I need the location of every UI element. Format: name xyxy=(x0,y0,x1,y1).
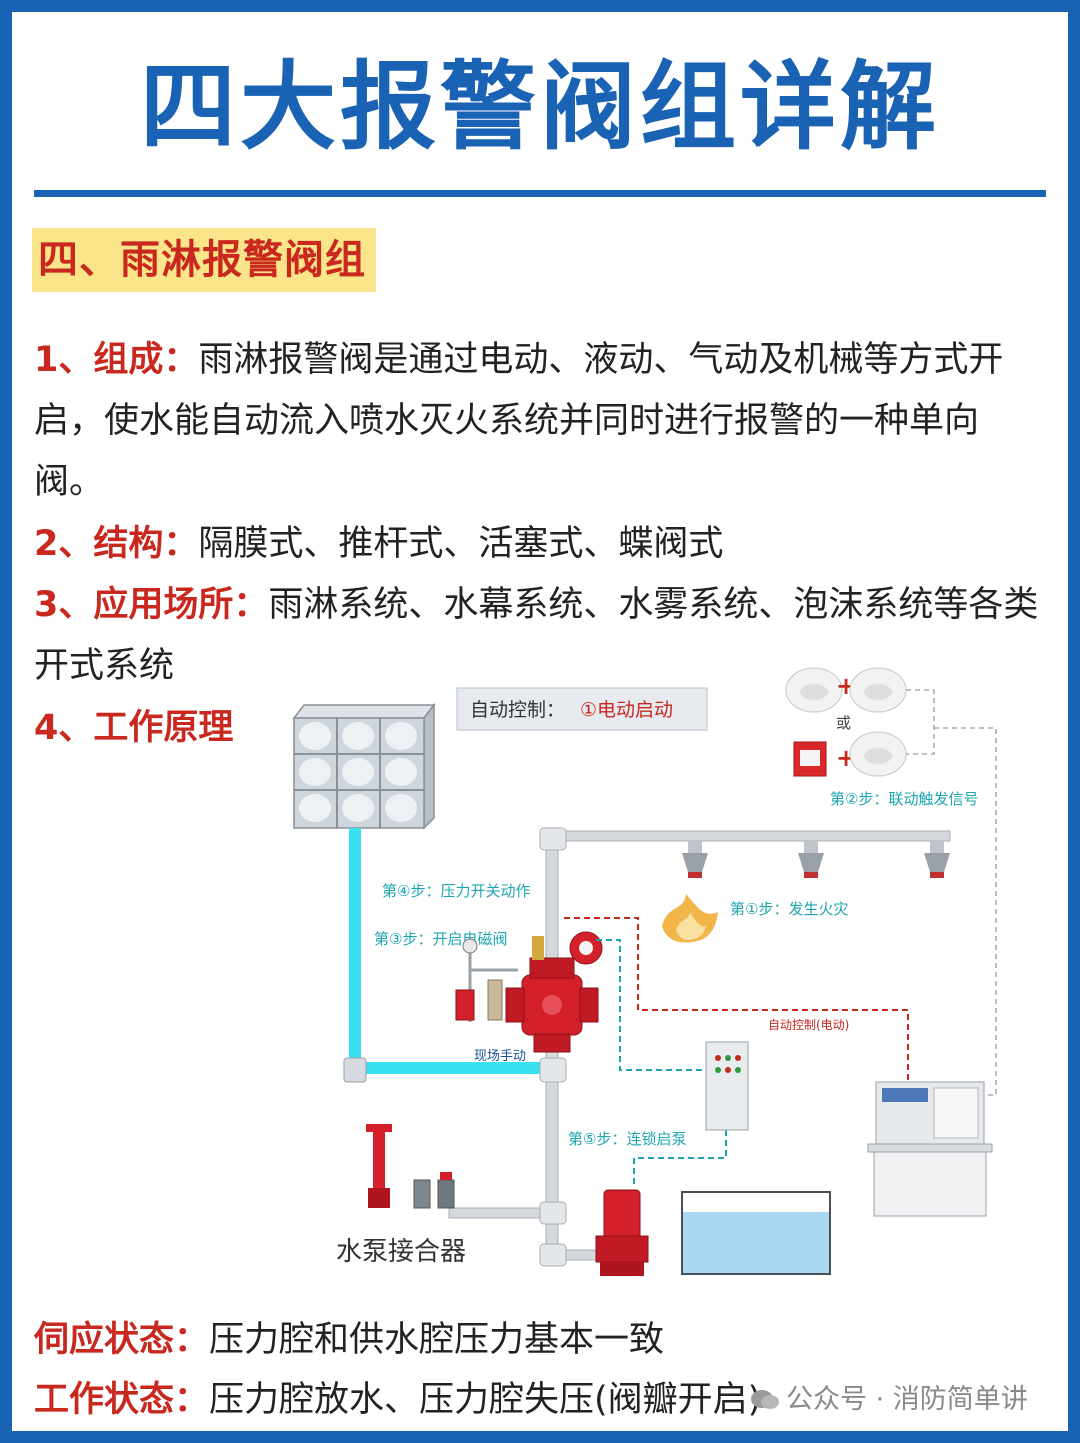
state-label: 伺应状态： xyxy=(34,1320,210,1360)
manual-call-point-icon xyxy=(793,741,827,777)
pump-adapter-icon xyxy=(366,1124,455,1209)
fire-alarm-controller-icon xyxy=(867,1081,993,1217)
item-label: 3、应用场所： xyxy=(34,585,269,625)
water-pool xyxy=(681,1191,831,1275)
or-label: 或 xyxy=(836,714,851,732)
step-3-label: 第③步：开启电磁阀 xyxy=(374,930,507,948)
supply-pipe xyxy=(343,828,549,1083)
step-4-label: 第④步：压力开关动作 xyxy=(382,882,530,900)
deluge-valve-diagram: 自动控制： ①电动启动 + 或 + xyxy=(274,650,1054,1286)
trim-piping xyxy=(455,936,544,1022)
item-label: 4、工作原理 xyxy=(34,708,234,748)
alarm-bell-icon xyxy=(569,931,603,965)
pump-control-cabinet-icon xyxy=(705,1041,749,1131)
state-text: 压力腔放水、压力腔失压(阀瓣开启) xyxy=(209,1380,762,1420)
step-5-label: 第⑤步：连锁启泵 xyxy=(568,1130,686,1148)
item-structure: 2、结构：隔膜式、推杆式、活塞式、蝶阀式 xyxy=(34,514,1048,575)
state-label: 工作状态： xyxy=(34,1380,210,1420)
auto-control-value: ①电动启动 xyxy=(580,699,673,721)
title-divider xyxy=(34,190,1046,197)
auto-control-electric-label: 自动控制(电动) xyxy=(768,1018,849,1032)
interlock-line xyxy=(596,939,727,1188)
signal-line xyxy=(906,689,997,1096)
working-state: 工作状态：压力腔放水、压力腔失压(阀瓣开启) xyxy=(34,1370,1048,1431)
wechat-icon xyxy=(751,1390,779,1409)
page-title: 四大报警阀组详解 xyxy=(140,51,940,163)
item-label: 2、结构： xyxy=(34,524,199,564)
state-text: 压力腔和供水腔压力基本一致 xyxy=(209,1320,665,1360)
sprinkler-icon xyxy=(798,841,824,878)
item-text: 隔膜式、推杆式、活塞式、蝶阀式 xyxy=(198,524,724,564)
sprinkler-icon xyxy=(924,841,950,878)
item-composition: 1、组成：雨淋报警阀是通过电动、液动、气动及机械等方式开启，使水能自动流入喷水灭… xyxy=(34,330,1048,513)
watermark-text: 公众号 · 消防简单讲 xyxy=(786,1384,1028,1415)
sprinkler-icon xyxy=(682,841,708,878)
fire-pump-icon xyxy=(595,1189,649,1276)
section-heading: 四、雨淋报警阀组 xyxy=(32,228,376,292)
auto-control-box: 自动控制： ①电动启动 xyxy=(456,687,708,731)
manual-label: 现场手动 xyxy=(474,1049,526,1064)
smoke-detector-icon xyxy=(849,731,907,777)
deluge-valve-icon xyxy=(505,957,599,1053)
step-2-label: 第②步：联动触发信号 xyxy=(830,790,978,808)
water-tank-icon xyxy=(292,702,436,830)
auto-control-line xyxy=(564,917,909,1090)
item-text: 雨淋报警阀是通过电动、液动、气动及机械等方式开启，使水能自动流入喷水灭火系统并同… xyxy=(34,340,1004,502)
auto-control-label: 自动控制： xyxy=(470,699,565,721)
item-principle: 4、工作原理 xyxy=(34,698,274,759)
step-1-label: 第①步：发生火灾 xyxy=(730,900,848,918)
item-text: 雨淋系统、水幕系统、水雾系统、泡沫系统等各类开式系统 xyxy=(34,585,1039,686)
item-application: 3、应用场所：雨淋系统、水幕系统、水雾系统、泡沫系统等各类开式系统 xyxy=(34,575,1048,697)
fire-icon xyxy=(662,894,718,943)
item-label: 1、组成： xyxy=(34,340,199,380)
smoke-detector-icon xyxy=(785,667,843,713)
pump-adapter-label: 水泵接合器 xyxy=(336,1237,466,1267)
watermark: 公众号 · 消防简单讲 xyxy=(750,1382,1028,1418)
standby-state: 伺应状态：压力腔和供水腔压力基本一致 xyxy=(34,1310,1048,1371)
smoke-detector-icon xyxy=(849,667,907,713)
